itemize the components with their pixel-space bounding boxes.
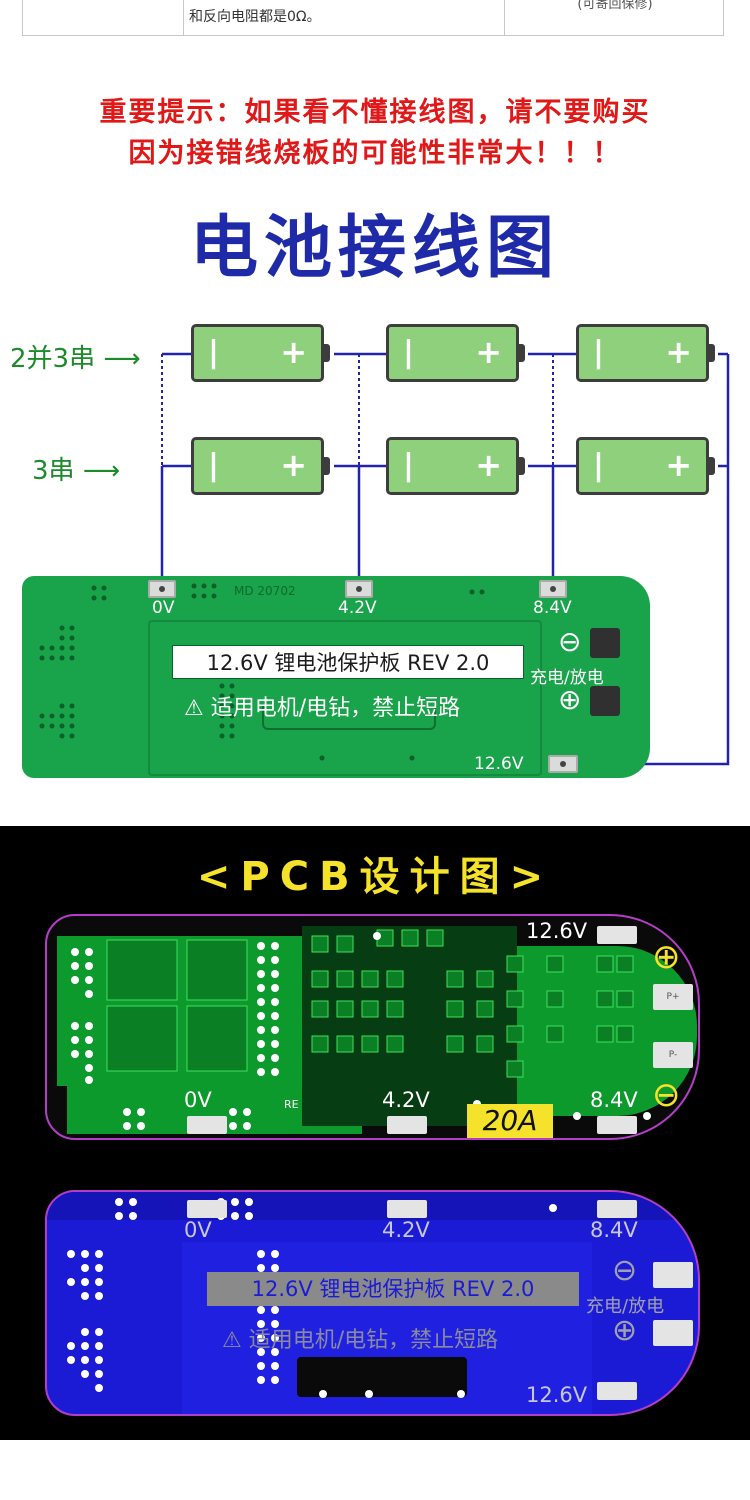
pcb-blue-label-12-6v: 12.6V [526, 1383, 588, 1407]
board-silk-code: MD 20702 [234, 584, 296, 598]
plus-icon: ⊕ [558, 683, 582, 716]
battery-negative-mark: | [593, 335, 604, 370]
battery-terminal [708, 457, 715, 475]
table-cell-empty [23, 0, 184, 35]
battery-negative-mark: | [208, 448, 219, 483]
pcb-section-title: <PCB设计图> [196, 854, 554, 900]
diagram-title: 电池接线图 [189, 208, 560, 288]
table-cell-warranty: (可寄回保修) [577, 0, 653, 12]
pcb-blue-label-8-4v: 8.4V [590, 1218, 638, 1242]
board-label-8-4v: 8.4V [533, 598, 572, 618]
pcb-blue-charge-label: 充电/放电 [586, 1296, 665, 1317]
battery-negative-mark: | [593, 448, 604, 483]
battery-negative-mark: | [208, 335, 219, 370]
pad-4-2v [345, 580, 373, 598]
label-2p3s: 2并3串 ⟶ [10, 338, 141, 375]
pcb-blue-minus-icon: ⊖ [612, 1253, 638, 1288]
pcb-green-pad-8-4v [597, 1116, 637, 1134]
board-vias [39, 583, 485, 761]
pcb-pad-p-minus: P- [653, 1042, 693, 1068]
minus-icon: ⊖ [558, 625, 582, 658]
battery-positive-mark: + [475, 446, 502, 484]
board-label-0v: 0V [152, 598, 175, 618]
label-3s: 3串 ⟶ [32, 450, 120, 487]
battery-row2-2: | + [386, 437, 525, 495]
pad-0v [148, 580, 176, 598]
battery-row1-2: | + [386, 324, 525, 382]
top-table-fragment: 和反向电阻都是0Ω。 (可寄回保修) [22, 0, 724, 36]
pad-8-4v [539, 580, 567, 598]
board-label-12-6v: 12.6V [474, 754, 524, 774]
pcb-blue-warning: ⚠ 适用电机/电钻，禁止短路 [222, 1328, 499, 1353]
battery-positive-mark: + [280, 446, 307, 484]
battery-row2-3: | + [576, 437, 715, 495]
warning-line-1: 重要提示：如果看不懂接线图，请不要购买 [99, 97, 651, 128]
table-cell-text: 和反向电阻都是0Ω。 [183, 0, 505, 35]
pcb-blue-pad-plus [653, 1320, 693, 1346]
board-solder-pad-minus [590, 628, 620, 658]
board-title-box: 12.6V 锂电池保护板 REV 2.0 [172, 645, 524, 679]
battery-positive-mark: + [665, 446, 692, 484]
pcb-green-pad-12-6v [597, 926, 637, 944]
pad-12-6v [548, 755, 578, 773]
battery-terminal [518, 457, 525, 475]
board-charge-label: 充电/放电 [530, 668, 604, 688]
battery-positive-mark: + [665, 333, 692, 371]
pcb-blue-pad-minus [653, 1262, 693, 1288]
board-trace [262, 706, 436, 730]
battery-positive-mark: + [475, 333, 502, 371]
battery-row1-1: | + [191, 324, 330, 382]
pcb-blue-title-box: 12.6V 锂电池保护板 REV 2.0 [207, 1272, 579, 1306]
board-solder-pad-plus [590, 686, 620, 716]
pcb-blue-pad-12-6v [597, 1382, 637, 1400]
battery-terminal [708, 344, 715, 362]
battery-terminal [323, 344, 330, 362]
battery-terminal [323, 457, 330, 475]
pcb-green-label-8-4v: 8.4V [590, 1088, 638, 1112]
pcb-plus-icon: ⊕ [652, 937, 681, 977]
pcb-blue-pad-4-2v [387, 1200, 427, 1218]
pcb-blue-pad-0v [187, 1200, 227, 1218]
pcb-green-label-4-2v: 4.2V [382, 1088, 430, 1112]
pcb-green-label-0v: 0V [184, 1088, 212, 1112]
battery-negative-mark: | [403, 448, 414, 483]
warning-line-2: 因为接错线烧板的可能性非常大！！！ [128, 138, 622, 169]
pcb-component-area [302, 926, 517, 1126]
arrow-right-icon: ⟶ [103, 344, 141, 374]
battery-terminal [518, 344, 525, 362]
pcb-blue-label-4-2v: 4.2V [382, 1218, 430, 1242]
board-copper-area [148, 620, 542, 776]
pcb-top-layer: P+ P- [45, 914, 700, 1140]
pcb-blue-cutout [297, 1357, 467, 1397]
battery-positive-mark: + [280, 333, 307, 371]
label-3s-text: 3串 [32, 456, 75, 486]
battery-negative-mark: | [403, 335, 414, 370]
battery-row1-3: | + [576, 324, 715, 382]
pcb-pad-p-plus: P+ [653, 984, 693, 1010]
pcb-green-pad-4-2v [387, 1116, 427, 1134]
pcb-green-label-12-6v: 12.6V [526, 919, 588, 943]
board-warning: ⚠ 适用电机/电钻，禁止短路 [184, 696, 461, 721]
pcb-current-rating: 20A [467, 1104, 553, 1138]
arrow-right-icon: ⟶ [82, 456, 121, 486]
pcb-blue-plus-icon: ⊕ [612, 1313, 638, 1348]
battery-row2-1: | + [191, 437, 330, 495]
pcb-green-label-re: RE [284, 1098, 299, 1111]
label-2p3s-text: 2并3串 [10, 344, 96, 374]
pcb-blue-label-0v: 0V [184, 1218, 212, 1242]
pcb-blue-top-strip [47, 1192, 698, 1220]
pcb-green-pad-0v [187, 1116, 227, 1134]
pcb-minus-icon: ⊖ [652, 1075, 681, 1115]
pcb-components [71, 929, 651, 1130]
board-label-4-2v: 4.2V [338, 598, 377, 618]
pcb-blue-pad-8-4v [597, 1200, 637, 1218]
